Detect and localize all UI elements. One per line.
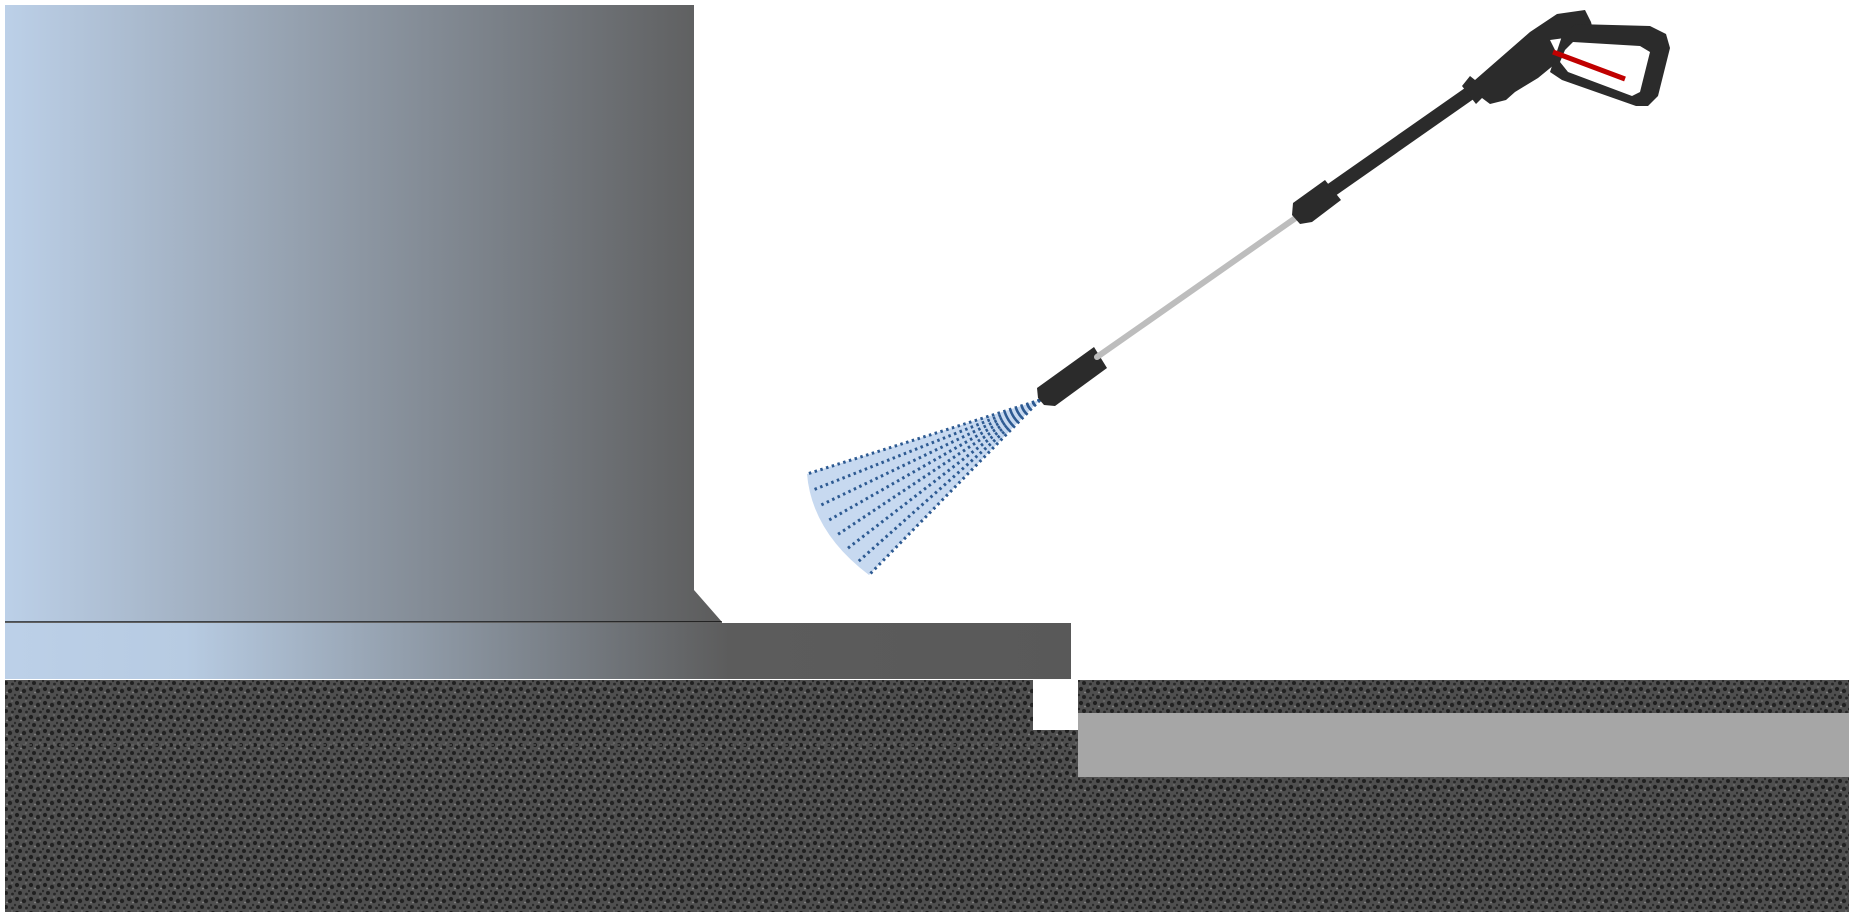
wall-body — [5, 5, 722, 622]
lance-coupling — [1292, 180, 1341, 224]
spray-jet — [818, 398, 1041, 508]
spray-jet — [845, 398, 1041, 551]
concrete-slab — [1078, 713, 1849, 777]
gun-body — [1462, 10, 1594, 104]
nozzle — [1037, 347, 1107, 406]
spray-jet — [835, 398, 1041, 537]
spray-jet — [811, 398, 1041, 492]
wall-footing — [5, 623, 1071, 679]
ground — [5, 680, 1849, 912]
wand — [1325, 80, 1485, 197]
spray-jet — [826, 398, 1041, 523]
lance — [1094, 214, 1300, 360]
gravel-step — [5, 730, 1078, 912]
spray-jet — [855, 398, 1041, 564]
gravel-upper-left — [5, 680, 1033, 730]
wall — [5, 5, 1071, 679]
pressure-washer — [1037, 10, 1670, 406]
spray-jet — [806, 398, 1041, 476]
water-spray — [806, 398, 1042, 577]
white-gap — [1033, 680, 1078, 730]
spray-jets — [806, 398, 1042, 577]
spray-jet — [867, 398, 1042, 577]
trigger[interactable] — [1552, 49, 1626, 82]
